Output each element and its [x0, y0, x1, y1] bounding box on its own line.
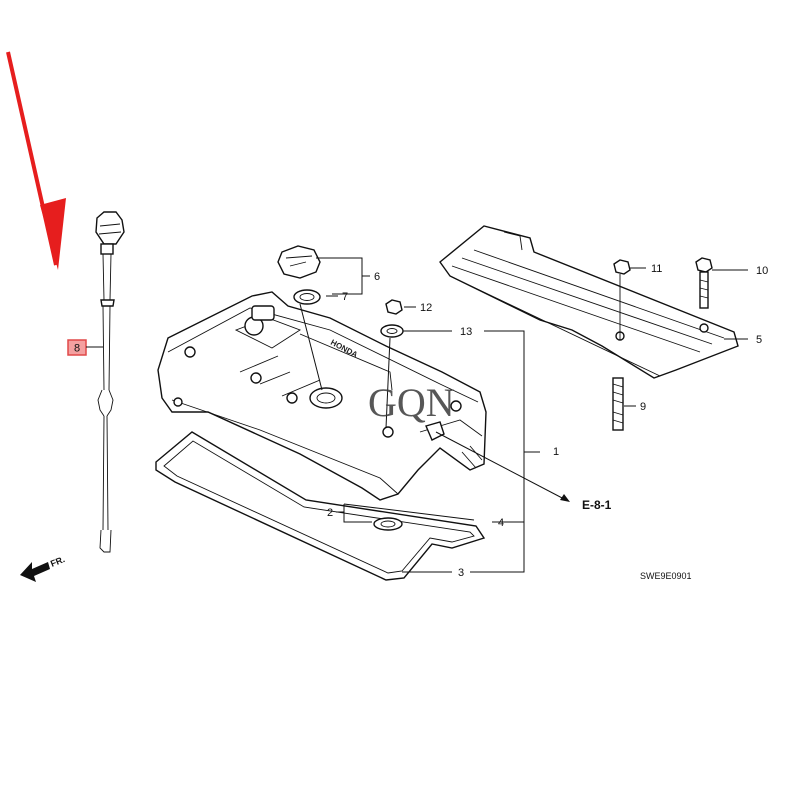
callout-4-label: 4: [498, 517, 504, 529]
callout-5-label: 5: [756, 334, 762, 346]
oil-dipstick: [95, 211, 125, 553]
ignition-coil-cover: [439, 225, 739, 379]
callout-13-label: 13: [460, 326, 472, 338]
callout-10-label: 10: [756, 265, 768, 277]
leader-lines: [299, 257, 748, 573]
cover-washer: [380, 324, 404, 338]
cover-nut: [385, 299, 403, 315]
head-cover-gasket: [155, 431, 486, 581]
callout-9-label: 9: [640, 401, 646, 413]
cylinder-head-cover: HONDA: [157, 291, 487, 501]
callout-12-label: 12: [420, 302, 432, 314]
diagram-code: SWE9E0901: [640, 571, 692, 581]
callout-8-label: 8: [74, 343, 80, 355]
stud-bolt: [612, 377, 624, 431]
watermark-text: GQN: [368, 380, 455, 425]
front-direction-indicator: FR.: [20, 554, 66, 582]
filler-cap-o-ring: [293, 289, 321, 305]
cover-nut-11: [613, 259, 631, 340]
callout-3-label: 3: [458, 567, 464, 579]
callout-8: 8: [67, 339, 103, 356]
red-pointer-arrow: [6, 51, 66, 270]
callout-11-label: 11: [651, 263, 662, 275]
section-reference-label: E-8-1: [582, 498, 612, 512]
oil-filler-cap: [277, 245, 321, 279]
front-label: FR.: [49, 554, 66, 569]
plug-tube-seal: [373, 517, 403, 531]
callout-2-label: 2: [327, 507, 333, 519]
cover-bolt-10: [695, 257, 713, 309]
callout-6-label: 6: [374, 271, 380, 283]
callout-1-label: 1: [553, 446, 559, 458]
callout-labels: 1 2 3 4 5 6 7 9 10 11 12 13: [327, 263, 768, 579]
callout-7-label: 7: [342, 291, 348, 303]
